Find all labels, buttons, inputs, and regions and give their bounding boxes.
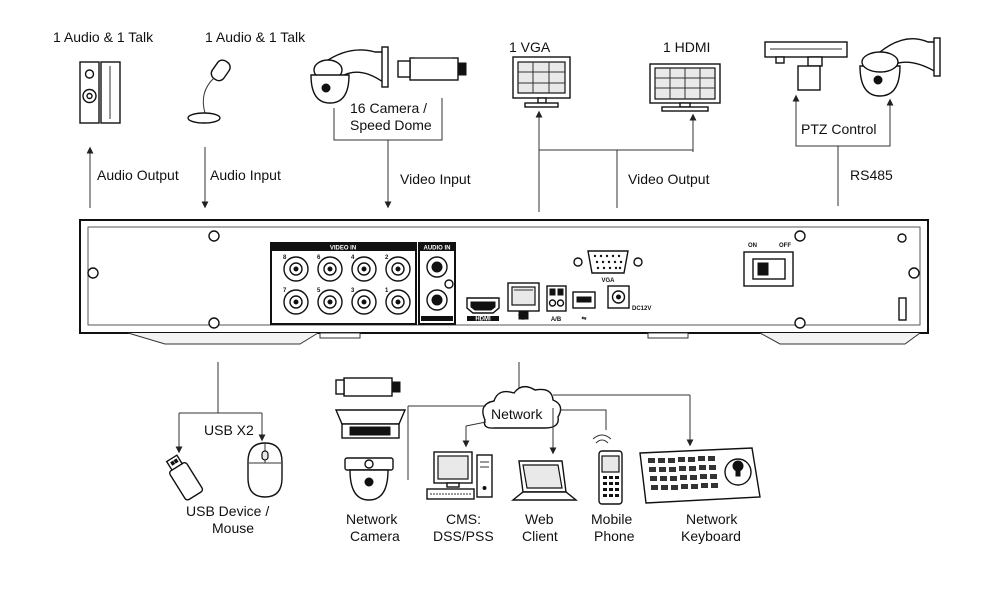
video-in-port-label: VIDEO IN xyxy=(330,246,356,252)
hdmi-label: 1 HDMI xyxy=(663,39,710,55)
mobile-phone-label-line1: Mobile xyxy=(591,511,632,527)
usb-device-label-line1: USB Device / xyxy=(186,503,269,519)
audio-talk-label-2: 1 Audio & 1 Talk xyxy=(205,29,306,45)
ptz-control-label: PTZ Control xyxy=(801,121,876,137)
cms-computer-icon xyxy=(426,451,493,500)
audio-in-port-label: AUDIO IN xyxy=(424,246,451,252)
ground-screw-icon xyxy=(444,279,454,289)
network-label: Network xyxy=(491,406,543,422)
cms-label-line1: CMS: xyxy=(446,511,481,527)
hdmi-monitor-icon xyxy=(649,63,721,112)
cms-label-line2: DSS/PSS xyxy=(433,528,494,544)
video-in-header xyxy=(271,243,416,251)
dc-power-port: DC12V xyxy=(607,285,651,312)
power-switch: ON OFF xyxy=(743,243,794,287)
camera-speed-dome-label-line1: 16 Camera / xyxy=(350,100,427,116)
video-input-label: Video Input xyxy=(400,171,471,187)
rs485-port-label: A/B xyxy=(551,317,562,323)
speaker-icon xyxy=(79,61,121,124)
network-keyboard-label-line2: Keyboard xyxy=(681,528,741,544)
svg-text:⇋: ⇋ xyxy=(581,314,586,322)
usb-stick-icon xyxy=(165,454,204,501)
video-output-label: Video Output xyxy=(628,171,710,187)
rs485-label: RS485 xyxy=(850,167,893,183)
rs485-terminal: A/B xyxy=(546,285,567,323)
network-camera-label-line1: Network xyxy=(346,511,398,527)
ptz-pan-tilt-icon xyxy=(764,41,848,91)
usb-port: ⇋ xyxy=(572,291,596,322)
cms-link xyxy=(465,421,487,427)
laptop-icon xyxy=(511,460,578,501)
hdmi-port-label: HDMI xyxy=(475,317,491,323)
vga-port: VGA xyxy=(573,250,643,284)
hdmi-port: HDMI xyxy=(466,297,500,323)
side-latch xyxy=(898,297,907,321)
audio-connectors xyxy=(421,256,453,321)
network-ir-camera-icon xyxy=(334,409,407,439)
network-camera-label-line2: Camera xyxy=(350,528,400,544)
network-keyboard-label-line1: Network xyxy=(686,511,738,527)
mouse-icon xyxy=(247,442,283,498)
ptz-speed-dome-icon xyxy=(859,37,941,97)
bnc-number-7: 7 xyxy=(283,288,287,294)
network-dome-camera-icon xyxy=(344,457,394,501)
bnc-number-4: 4 xyxy=(351,255,355,261)
bnc-number-5: 5 xyxy=(317,288,321,294)
ground-symbol-icon xyxy=(897,233,907,243)
bnc-number-8: 8 xyxy=(283,255,287,261)
mobile-phone-icon xyxy=(592,434,623,505)
audio-output-label: Audio Output xyxy=(97,167,179,183)
vga-port-label: VGA xyxy=(601,278,615,284)
screw-icons xyxy=(87,230,920,329)
audio-input-label: Audio Input xyxy=(210,167,281,183)
network-keyboard-icon xyxy=(639,447,761,504)
box-camera-icon xyxy=(397,57,467,81)
usb-x2-label: USB X2 xyxy=(204,422,254,438)
network-cloud-icon xyxy=(482,385,562,429)
dvr-rear-panel: VIDEO IN AUDIO IN 8 6 4 2 7 5 3 1 xyxy=(79,219,929,345)
network-box-camera-icon xyxy=(335,377,401,397)
bnc-number-3: 3 xyxy=(351,288,355,294)
bnc-number-1: 1 xyxy=(385,288,389,294)
ptz-bracket-left xyxy=(795,96,839,206)
vga-monitor-icon xyxy=(512,56,571,108)
dc-port-label: DC12V xyxy=(632,306,651,312)
web-client-label-line1: Web xyxy=(525,511,554,527)
audio-talk-label-1: 1 Audio & 1 Talk xyxy=(53,29,154,45)
power-off-label: OFF xyxy=(779,243,791,249)
microphone-icon xyxy=(187,59,231,124)
speed-dome-camera-icon xyxy=(310,46,389,104)
audio-in-header xyxy=(419,243,455,251)
camera-speed-dome-label-line2: Speed Dome xyxy=(350,117,432,133)
usb-device-label-line2: Mouse xyxy=(212,520,254,536)
mobile-link xyxy=(560,409,607,430)
bnc-number-2: 2 xyxy=(385,255,389,261)
vga-label: 1 VGA xyxy=(509,39,551,55)
ethernet-port xyxy=(507,282,540,320)
bnc-number-6: 6 xyxy=(317,255,321,261)
bnc-connectors xyxy=(283,256,411,315)
power-on-label: ON xyxy=(748,243,757,249)
mobile-phone-label-line2: Phone xyxy=(594,528,635,544)
web-client-label-line2: Client xyxy=(522,528,558,544)
